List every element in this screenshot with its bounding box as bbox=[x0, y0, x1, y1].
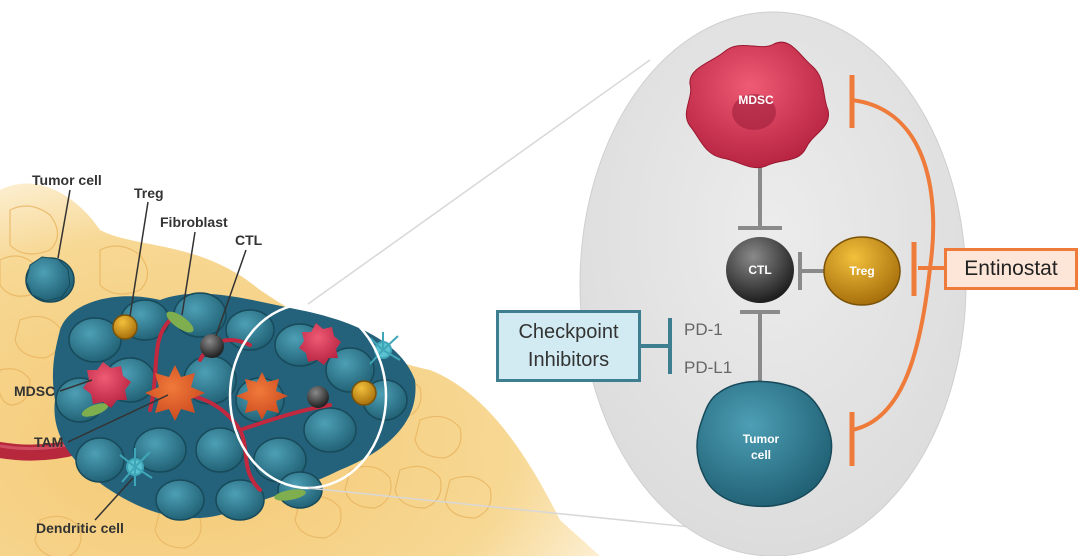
zoom-line-top bbox=[307, 59, 651, 305]
label-tumor-cell: Tumor cell bbox=[32, 172, 102, 188]
pdl1-label: PD-L1 bbox=[684, 358, 733, 377]
mdsc-label: MDSC bbox=[738, 93, 774, 107]
scene-treg-cell bbox=[112, 314, 138, 340]
label-ctl: CTL bbox=[235, 232, 263, 248]
treg-label: Treg bbox=[849, 264, 875, 278]
label-mdsc: MDSC bbox=[14, 383, 56, 399]
entinostat-inhibition bbox=[851, 98, 944, 432]
scene-tumor-cell bbox=[25, 256, 71, 302]
scene-tam-cell bbox=[145, 365, 205, 421]
label-dendritic-cell: Dendritic cell bbox=[36, 520, 124, 536]
zoom-line-bottom bbox=[307, 487, 721, 531]
pd1-label: PD-1 bbox=[684, 320, 723, 339]
scene-ctl-cell-inset bbox=[307, 386, 329, 408]
entinostat-box: Entinostat bbox=[944, 248, 1078, 290]
interaction-lines bbox=[738, 160, 824, 385]
treg-cell-icon bbox=[823, 236, 901, 306]
scene-dendritic-cell bbox=[119, 448, 153, 486]
checkpoint-line1: Checkpoint bbox=[518, 321, 619, 343]
scene-ctl-cell bbox=[200, 334, 224, 358]
checkpoint-inhibition bbox=[641, 318, 672, 374]
scene-mdsc-cell-inset bbox=[299, 323, 341, 365]
tumor-label-line1: Tumor bbox=[742, 432, 780, 446]
scene-tam-cell-inset bbox=[236, 372, 288, 420]
mdsc-nucleus bbox=[732, 94, 776, 130]
scene-treg-cell-inset bbox=[351, 380, 377, 406]
checkpoint-inhibitors-box: Checkpoint Inhibitors bbox=[496, 310, 641, 382]
ctl-cell-icon bbox=[726, 237, 794, 303]
label-treg: Treg bbox=[134, 185, 164, 201]
label-leader-lines bbox=[57, 189, 247, 521]
ctl-label: CTL bbox=[748, 263, 772, 277]
scene-mdsc-cell bbox=[83, 362, 131, 408]
checkpoint-line2: Inhibitors bbox=[527, 349, 610, 371]
label-tam: TAM bbox=[34, 434, 64, 450]
tumor-cell-icon bbox=[696, 380, 833, 508]
entinostat-inhibitor-bars bbox=[849, 75, 917, 466]
scene-fibroblast bbox=[81, 311, 306, 501]
tumor-label-line2: cell bbox=[750, 448, 771, 462]
label-fibroblast: Fibroblast bbox=[160, 214, 228, 230]
